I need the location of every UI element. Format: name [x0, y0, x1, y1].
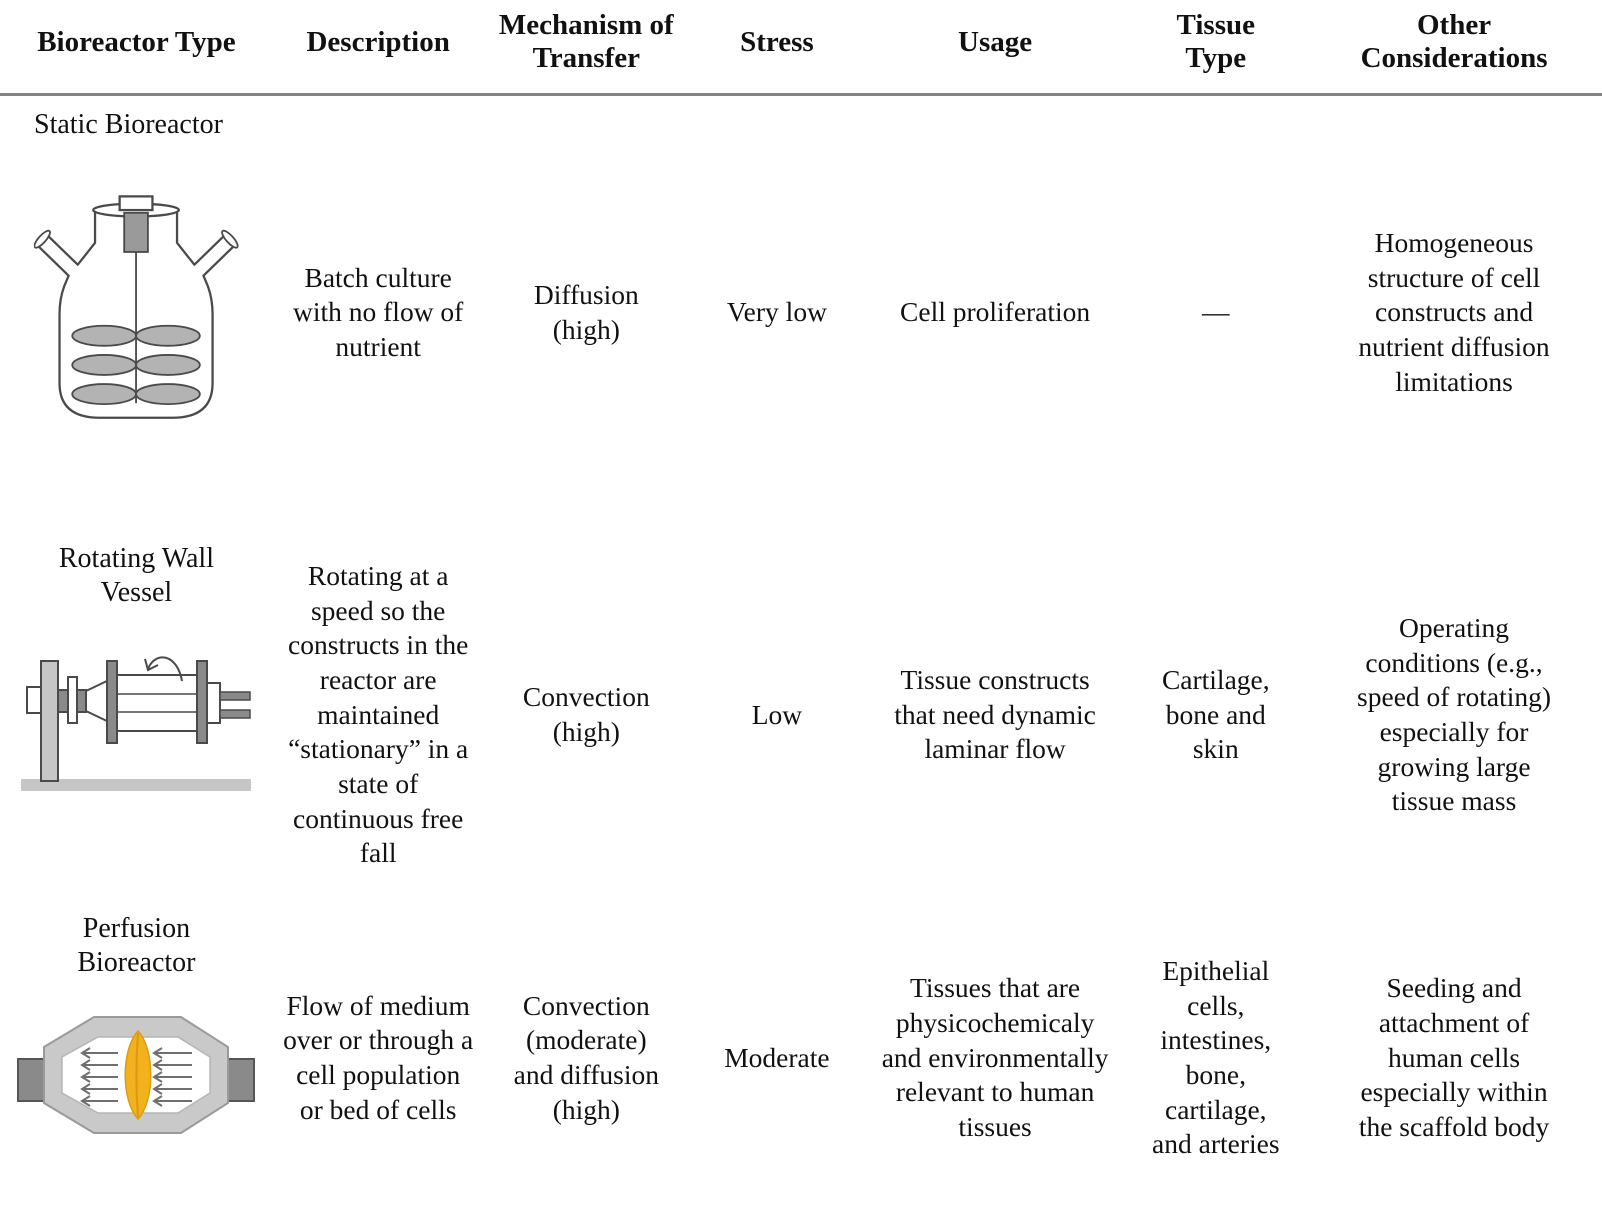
table-row-static-bioreactor: Static Bioreactor Batch cu: [0, 94, 1602, 530]
other-considerations-cell: Homogeneous structure of cell constructs…: [1358, 227, 1550, 397]
column-header-bioreactor-type: Bioreactor Type: [0, 0, 273, 96]
tissue-type-cell: Cartilage, bone and skin: [1161, 664, 1270, 765]
perfusion-bioreactor-icon: [17, 1016, 256, 1135]
column-header-mechanism-of-transfer: Mechanism of Transfer: [483, 0, 690, 96]
flow-arrows-left: [80, 1047, 119, 1108]
other-considerations-cell: Operating conditions (e.g., speed of rot…: [1357, 612, 1552, 817]
rotating-wall-vessel-icon: [20, 656, 251, 792]
description-cell: Flow of medium over or through a cell po…: [283, 989, 474, 1125]
column-header-description: Description: [272, 0, 484, 96]
mechanism-cell: Diffusion (high): [533, 279, 639, 345]
tissue-type-cell: —: [1202, 296, 1230, 328]
other-considerations-cell: Seeding and attachment of human cells es…: [1358, 972, 1550, 1142]
mechanism-cell: Convection (high): [522, 681, 650, 747]
column-header-other-considerations: Other Considerations: [1306, 0, 1602, 96]
column-header-usage: Usage: [864, 0, 1126, 96]
bioreactor-type-cell: Static Bioreactor: [0, 94, 273, 530]
mechanism-cell: Convection (moderate) and diffusion (hig…: [513, 989, 659, 1125]
table-row-perfusion-bioreactor: Perfusion Bioreactor: [0, 900, 1602, 1216]
stress-cell: Very low: [726, 296, 827, 328]
usage-cell: Tissue constructs that need dynamic lami…: [894, 664, 1096, 765]
bioreactor-type-cell: Rotating Wall Vessel: [0, 530, 273, 900]
bioreactor-type-cell: Perfusion Bioreactor: [0, 900, 273, 1216]
spinner-flask-icon: [33, 195, 239, 420]
tissue-type-cell: Epithelial cells, intestines, bone, cart…: [1152, 955, 1280, 1160]
bioreactor-type-label: Rotating Wall Vessel: [58, 543, 214, 608]
description-cell: Batch culture with no flow of nutrient: [293, 261, 464, 363]
column-header-stress: Stress: [689, 0, 865, 96]
stress-cell: Moderate: [724, 1041, 830, 1073]
scaffold-membrane: [125, 1030, 152, 1121]
description-cell: Rotating at a speed so the constructs in…: [288, 560, 469, 869]
column-header-tissue-type: Tissue Type: [1125, 0, 1307, 96]
flow-arrows-right: [152, 1047, 193, 1108]
bioreactor-type-label: Perfusion Bioreactor: [77, 913, 196, 978]
usage-cell: Cell proliferation: [900, 296, 1091, 328]
table-header-row: Bioreactor Type Description Mechanism of…: [0, 0, 1602, 96]
table-row-rotating-wall-vessel: Rotating Wall Vessel: [0, 530, 1602, 900]
usage-cell: Tissues that are physicochemicaly and en…: [881, 972, 1109, 1142]
stress-cell: Low: [751, 698, 803, 730]
bioreactor-type-label: Static Bioreactor: [34, 108, 223, 140]
